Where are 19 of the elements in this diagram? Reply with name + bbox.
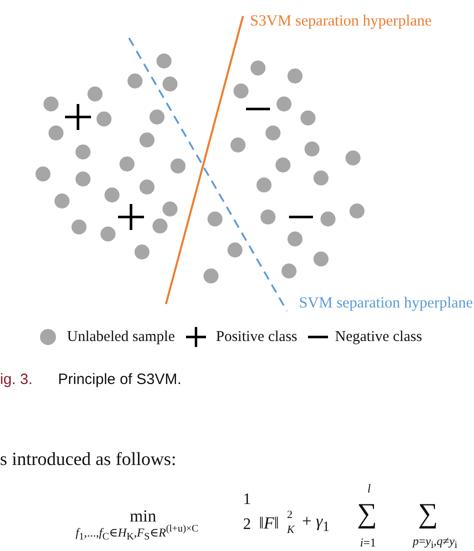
hyperplane-label: SVM separation hyperplane xyxy=(299,294,473,312)
summation-sign: ∑ xyxy=(418,500,438,530)
legend-label: Unlabeled sample xyxy=(67,328,175,346)
legend-label: Positive class xyxy=(216,328,298,346)
formula-subscript: K xyxy=(287,524,294,536)
sum-limit: p=y$_{i}$,q≠y$_{i}$ xyxy=(412,534,458,551)
hyperplane-label: S3VM separation hyperplane xyxy=(250,12,432,30)
formula-term: + γ$_{1}$ xyxy=(302,512,330,536)
body-text: s introduced as follows: xyxy=(0,450,176,470)
formula-superscript: 2 xyxy=(287,508,292,522)
legend-label: Negative class xyxy=(335,328,422,346)
figure-number: ig. 3. xyxy=(0,372,33,388)
summation-sign: ∑ xyxy=(357,500,377,530)
sum-limit: l xyxy=(367,482,371,496)
fraction-numerator: 1 xyxy=(243,491,251,509)
formula-term: ‖F‖ xyxy=(259,514,279,534)
sum-limit: i=1 xyxy=(360,536,376,550)
figure-caption: Principle of S3VM. xyxy=(58,372,182,388)
fraction-denominator: 2 xyxy=(243,516,251,534)
